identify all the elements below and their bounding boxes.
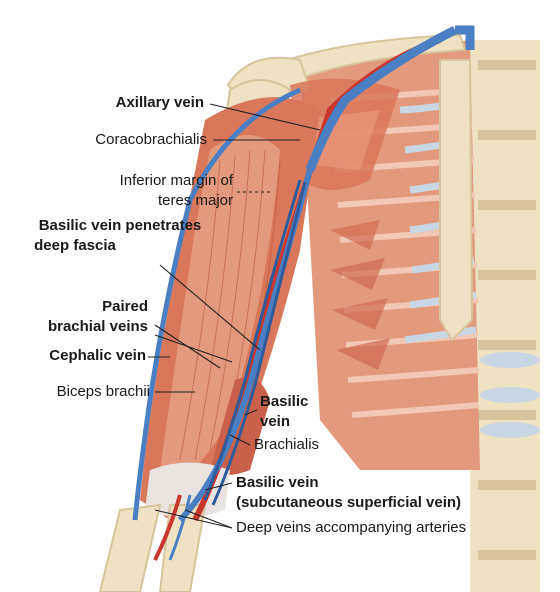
upper-arm — [98, 79, 320, 592]
label-paired-line1: Paired — [102, 298, 148, 315]
label-cephalic-vein: Cephalic vein — [49, 347, 146, 364]
label-deep-veins: Deep veins accompanying arteries — [236, 519, 467, 536]
label-basilic-subcut-line1: Basilic vein — [236, 474, 319, 491]
vertebral-column — [470, 40, 540, 592]
label-biceps-brachii: Biceps brachii — [56, 383, 150, 400]
label-axillary-vein: Axillary vein — [115, 94, 204, 111]
label-paired-line2: brachial veins — [47, 318, 148, 335]
label-basilic-penetrates-line1: Basilic vein penetrates — [38, 217, 202, 234]
label-brachialis: Brachialis — [254, 436, 320, 453]
label-basilic-penetrates-line2: deep fascia — [34, 237, 116, 254]
vessels — [132, 25, 475, 561]
label-basilic-line1: Basilic — [260, 393, 309, 410]
label-inferior-margin-line1: Inferior margin of — [119, 172, 233, 189]
label-inferior-margin-line2: teres major — [157, 192, 233, 209]
label-basilic-subcut-line2: (subcutaneous superficial vein) — [236, 494, 462, 511]
label-coracobrachialis: Coracobrachialis — [95, 131, 207, 148]
label-basilic-line2: vein — [260, 413, 291, 430]
leader-lines — [148, 103, 321, 529]
